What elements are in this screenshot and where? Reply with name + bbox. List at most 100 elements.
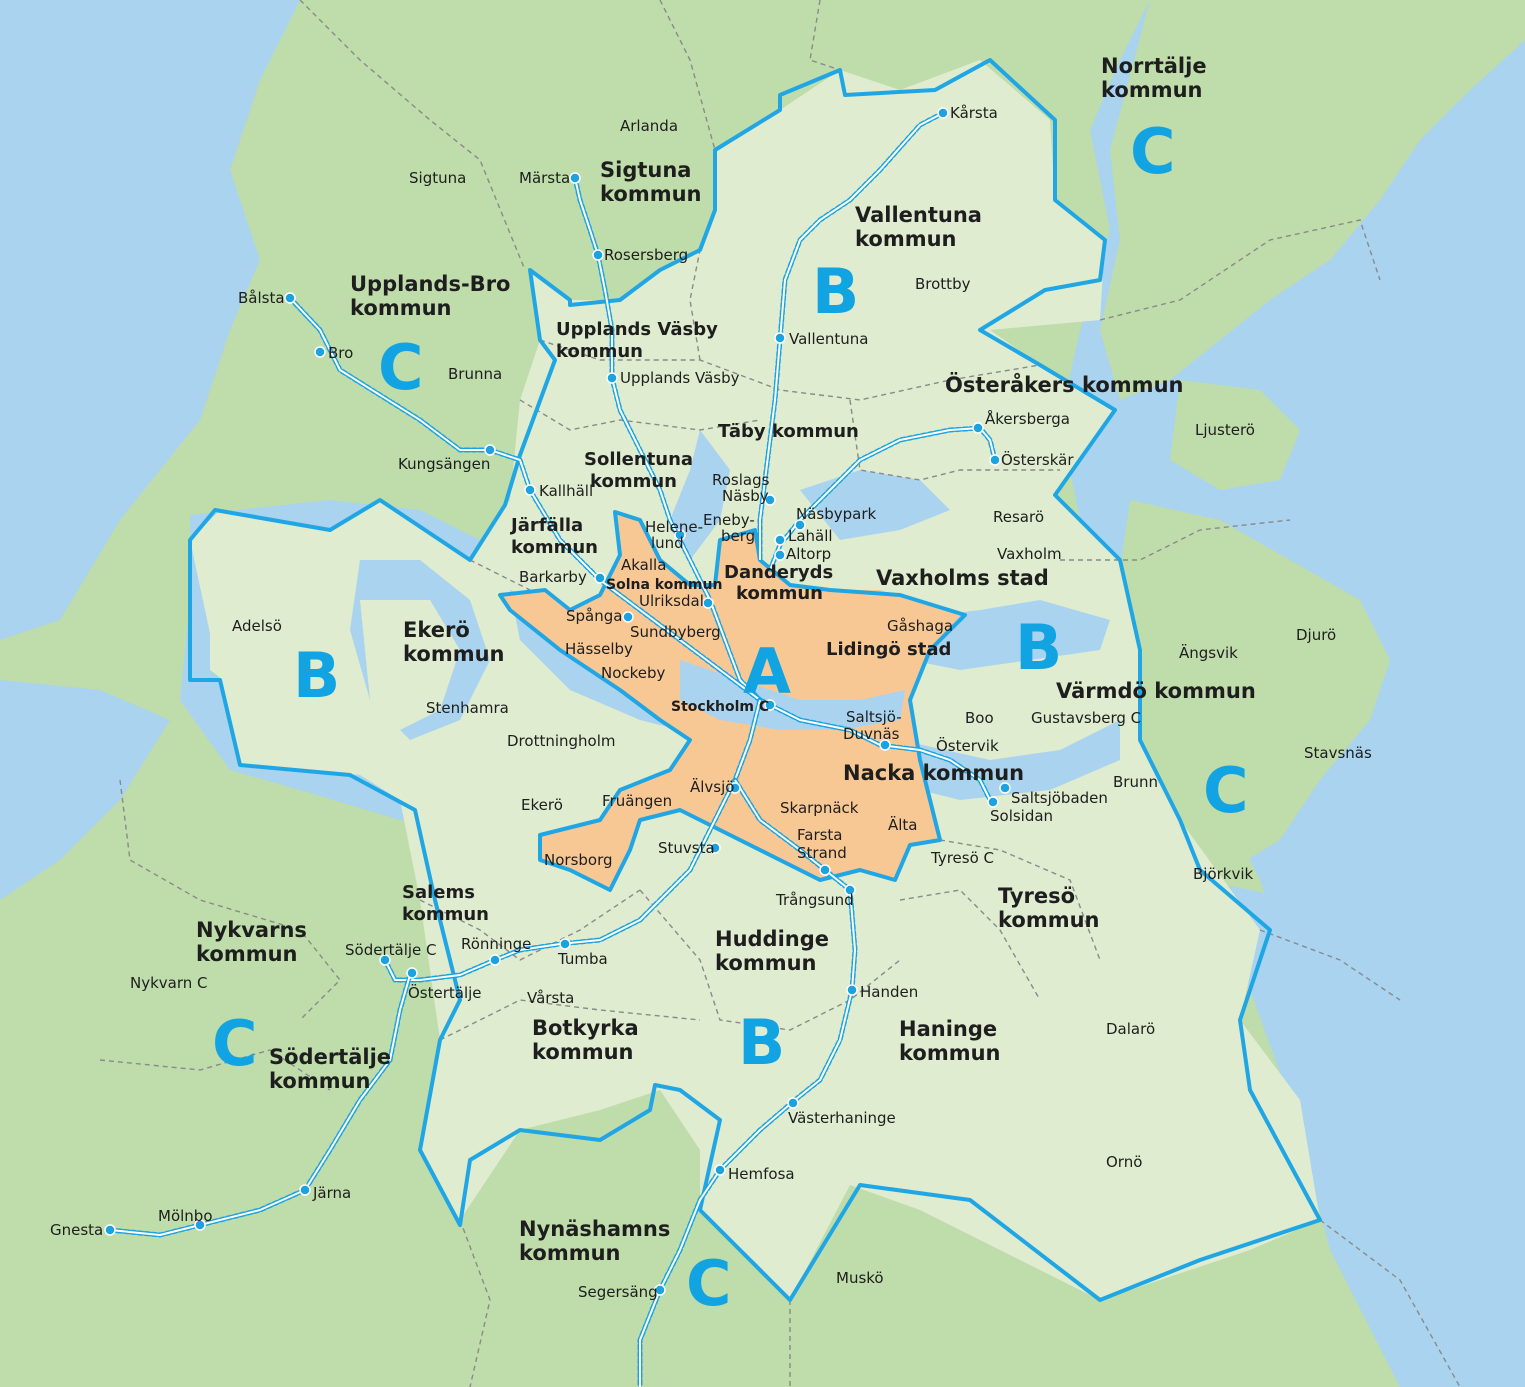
place-label: Solsidan xyxy=(990,807,1053,825)
place-label: Segersäng xyxy=(578,1283,658,1301)
place-label: Duvnäs xyxy=(843,725,900,743)
place-label: Vaxholm xyxy=(997,545,1062,563)
place-label: Älvsjö xyxy=(690,777,734,796)
place-label: Saltsjöbaden xyxy=(1011,789,1108,807)
muni-taby: Täby kommun xyxy=(718,421,859,442)
place-label: Vårsta xyxy=(527,989,574,1007)
place-label: Åkersberga xyxy=(985,409,1070,428)
water-zone-a xyxy=(680,660,905,730)
place-label: lund xyxy=(651,534,684,552)
island-adelso xyxy=(210,550,320,700)
water-stora-varta xyxy=(800,470,950,540)
place-label: Östervik xyxy=(936,736,999,755)
place-label: Skarpnäck xyxy=(780,799,859,817)
place-label: Bålsta xyxy=(238,289,285,307)
place-label: Hemfosa xyxy=(728,1165,795,1183)
place-label: Tumba xyxy=(557,950,608,968)
place-label: Norsborg xyxy=(544,851,613,869)
water-southwest xyxy=(0,680,170,900)
rail-stations xyxy=(104,107,1011,1296)
place-label: Helene- xyxy=(645,518,703,536)
place-label: Bro xyxy=(328,344,353,362)
place-label: Muskö xyxy=(836,1269,884,1287)
place-label: Hässelby xyxy=(565,640,633,658)
place-label: Rönninge xyxy=(461,935,531,953)
zone-a-label: A xyxy=(743,635,791,708)
place-label: Upplands Väsby xyxy=(620,369,740,387)
zone-a-border xyxy=(498,510,967,892)
place-labels: Arlanda Kårsta Sigtuna Märsta Rosersberg… xyxy=(50,104,1372,1301)
place-label: Brunna xyxy=(448,365,502,383)
zone-labels: A B B B B C C C C C xyxy=(212,115,1249,1320)
place-label: Näsby xyxy=(722,487,769,505)
place-label: Märsta xyxy=(519,169,570,187)
place-label: Västerhaninge xyxy=(788,1109,896,1127)
place-label: Boo xyxy=(965,709,994,727)
place-label: Handen xyxy=(860,983,918,1001)
place-label: Trångsund xyxy=(775,891,854,909)
place-label: Ekerö xyxy=(521,796,563,814)
place-label: Dalarö xyxy=(1106,1020,1155,1038)
place-label: Farsta xyxy=(797,826,843,844)
place-label: Stavsnäs xyxy=(1304,744,1372,762)
place-label: berg xyxy=(721,527,755,545)
place-label: Gustavsberg C xyxy=(1031,709,1141,727)
place-label: Altorp xyxy=(786,545,831,563)
place-label: Saltsjö- xyxy=(846,708,902,726)
place-label: Södertälje C xyxy=(345,941,437,959)
zone-b-east-label: B xyxy=(1015,611,1062,684)
muni-nacka: Nacka kommun xyxy=(843,761,1024,785)
zone-b-north-label: B xyxy=(812,255,859,328)
water-west xyxy=(0,0,300,640)
place-label: Mölnbo xyxy=(158,1207,213,1225)
place-label: Nockeby xyxy=(601,664,666,682)
muni-osteraker: Österåkers kommun xyxy=(945,372,1183,397)
island-ekero xyxy=(360,600,460,730)
place-label: Drottningholm xyxy=(507,732,616,750)
place-label: Lahäll xyxy=(788,527,833,545)
land-varmdo xyxy=(1110,500,1390,870)
rail-lines xyxy=(107,110,998,1387)
place-label: Stenhamra xyxy=(426,699,509,717)
zone-c-sodertalje-label: C xyxy=(212,1007,258,1080)
water-baltic-se xyxy=(1200,820,1525,1387)
place-label: Näsbypark xyxy=(796,505,877,523)
zone-b-south-label: B xyxy=(738,1006,785,1079)
place-label: Arlanda xyxy=(620,117,678,135)
place-label: Strand xyxy=(797,844,847,862)
place-label: Kårsta xyxy=(950,104,998,122)
water-archipelago-n xyxy=(1360,150,1525,560)
zone-a-lidingo xyxy=(800,590,950,680)
place-label: Spånga xyxy=(566,607,622,625)
land-norrtalje xyxy=(1100,0,1525,400)
place-label: Eneby- xyxy=(703,511,755,529)
place-label: Tyresö C xyxy=(930,849,994,867)
place-label: Fruängen xyxy=(602,792,672,810)
place-label: Sundbyberg xyxy=(630,623,721,641)
place-label: Barkarby xyxy=(519,568,587,586)
place-label: Östertälje xyxy=(408,983,482,1002)
zone-c-nynashamn-label: C xyxy=(686,1247,732,1320)
place-label: Resarö xyxy=(993,508,1044,526)
place-label: Älta xyxy=(888,815,918,834)
zone-b-border xyxy=(188,58,1322,1302)
place-label: Rosersberg xyxy=(604,246,688,264)
water-edsviken xyxy=(670,430,730,560)
place-label: Akalla xyxy=(621,556,666,574)
